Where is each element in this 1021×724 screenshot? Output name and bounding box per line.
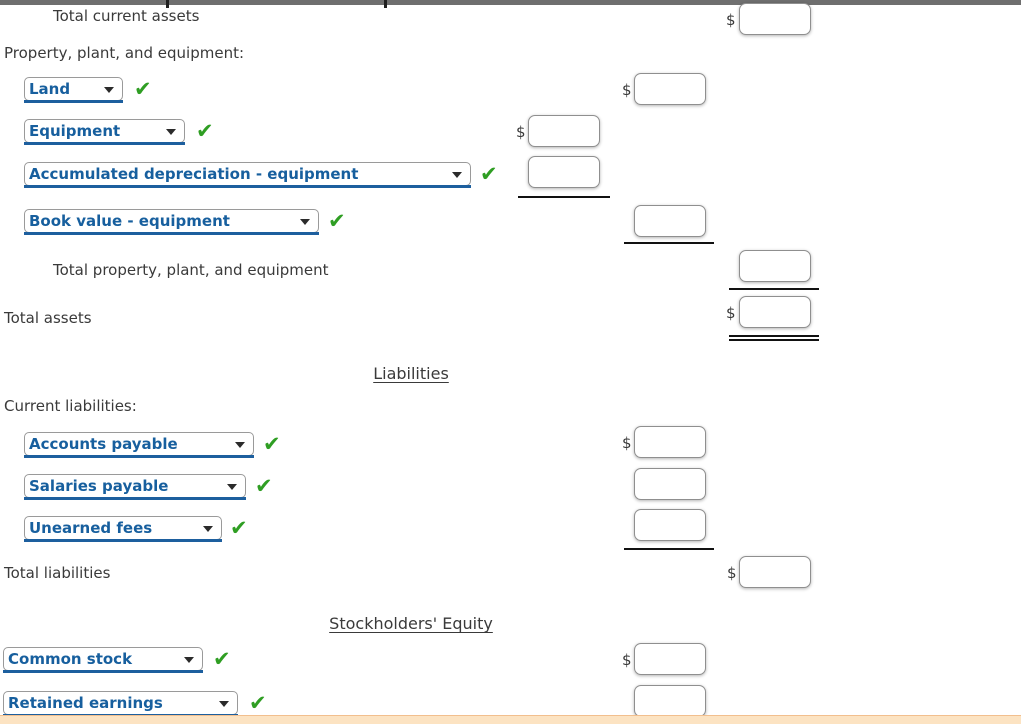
top-divider-bar [0,0,1021,8]
correct-check-icon: ✔ [196,119,214,143]
retained-earnings-amount-input[interactable] [634,685,706,717]
account-dropdown-common-stock[interactable]: Common stock [3,647,203,673]
total-current-assets-label: Total current assets [53,7,200,25]
total-current-assets-input[interactable] [739,3,811,35]
chevron-down-icon [227,484,237,490]
dropdown-selected-label: Equipment [29,122,121,140]
accounts-payable-amount-input[interactable] [634,426,706,458]
dropdown-selected-label: Unearned fees [29,519,153,537]
equity-section-heading: Stockholders' Equity [0,614,822,633]
account-dropdown-land[interactable]: Land [24,77,123,103]
liabilities-heading-text: Liabilities [373,364,449,383]
equipment-amount-input[interactable] [528,115,600,147]
equity-heading-text: Stockholders' Equity [329,614,493,633]
ppe-section-heading: Property, plant, and equipment: [4,44,245,62]
chevron-down-icon [219,701,229,707]
account-dropdown-accumulated-depreciation[interactable]: Accumulated depreciation - equipment [24,162,471,188]
correct-check-icon: ✔ [230,516,248,540]
accumulated-depreciation-amount-input[interactable] [528,156,600,188]
chevron-down-icon [203,526,213,532]
dollar-sign: $ [622,81,632,99]
dropdown-selected-label: Book value - equipment [29,212,230,230]
account-dropdown-book-value[interactable]: Book value - equipment [24,209,319,235]
total-ppe-input[interactable] [739,250,811,282]
grand-total-rule [729,335,819,337]
chevron-down-icon [104,87,114,93]
correct-check-icon: ✔ [255,474,273,498]
liabilities-section-heading: Liabilities [0,364,822,383]
account-dropdown-equipment[interactable]: Equipment [24,119,185,145]
common-stock-amount-input[interactable] [634,643,706,675]
dollar-sign: $ [516,123,526,141]
dropdown-selected-label: Retained earnings [8,694,163,712]
highlight-bar [0,715,1021,724]
chevron-down-icon [166,129,176,135]
correct-check-icon: ✔ [328,209,346,233]
total-liabilities-input[interactable] [739,556,811,588]
chevron-down-icon [184,657,194,663]
dollar-sign: $ [726,304,736,322]
dollar-sign: $ [622,434,632,452]
total-liabilities-label: Total liabilities [4,564,111,582]
account-dropdown-salaries-payable[interactable]: Salaries payable [24,474,246,500]
total-ppe-label: Total property, plant, and equipment [53,261,329,279]
correct-check-icon: ✔ [480,162,498,186]
book-value-amount-input[interactable] [634,205,706,237]
land-amount-input[interactable] [634,73,706,105]
chevron-down-icon [300,219,310,225]
dropdown-selected-label: Accounts payable [29,435,178,453]
grand-total-rule [729,339,819,341]
salaries-payable-amount-input[interactable] [634,468,706,500]
unearned-fees-amount-input[interactable] [634,509,706,541]
correct-check-icon: ✔ [134,77,152,101]
account-dropdown-retained-earnings[interactable]: Retained earnings [3,691,238,717]
dollar-sign: $ [622,651,632,669]
total-assets-label: Total assets [4,309,92,327]
chevron-down-icon [452,172,462,178]
current-liabilities-heading: Current liabilities: [4,397,137,415]
correct-check-icon: ✔ [213,647,231,671]
account-dropdown-accounts-payable[interactable]: Accounts payable [24,432,254,458]
correct-check-icon: ✔ [249,691,267,715]
chevron-down-icon [235,442,245,448]
subtotal-rule [729,288,819,290]
correct-check-icon: ✔ [263,432,281,456]
dollar-sign: $ [726,11,736,29]
account-dropdown-unearned-fees[interactable]: Unearned fees [24,516,222,542]
dropdown-selected-label: Common stock [8,650,133,668]
subtotal-rule [518,196,610,198]
divider-tick [384,0,387,8]
dropdown-selected-label: Land [29,80,71,98]
dropdown-selected-label: Salaries payable [29,477,169,495]
total-assets-input[interactable] [739,296,811,328]
subtotal-rule [624,548,714,550]
dollar-sign: $ [727,564,737,582]
subtotal-rule [624,242,714,244]
dropdown-selected-label: Accumulated depreciation - equipment [29,165,359,183]
divider-tick [166,0,169,8]
